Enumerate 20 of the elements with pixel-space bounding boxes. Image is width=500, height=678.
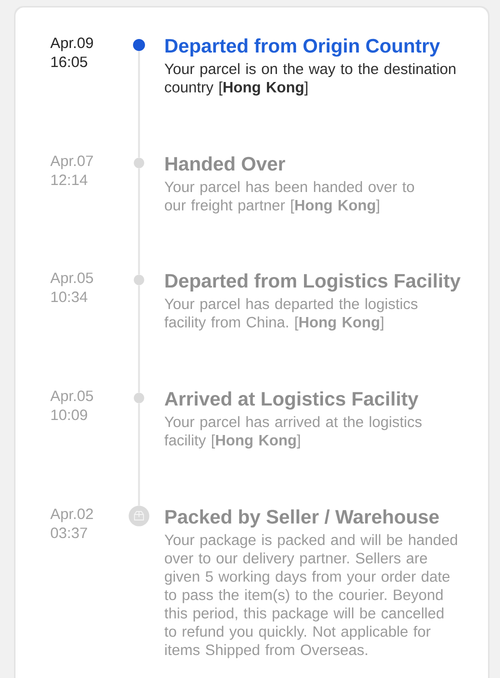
status-description: Your parcel has departed the logistics facility from China. [Hong Kong] <box>164 298 418 331</box>
timeline-dot <box>133 39 145 51</box>
timeline-dot <box>128 506 150 526</box>
status-title: Arrived at Logistics Facility <box>164 391 418 410</box>
timeline-dot <box>134 274 144 286</box>
status-description: Your parcel is on the way to the destination country [Hong Kong] <box>164 63 456 96</box>
status-description: Your parcel has been handed over to our freight partner [Hong Kong] <box>164 181 414 214</box>
date-time: Apr.02 03:37 <box>50 508 93 538</box>
timeline-dot <box>134 158 144 168</box>
status-description: Your package is packed and will be handed over to our delivery partner. Sellers are given 5 working days from your order date to pass the item(s) to the courier. Beyond this period, this package will be cancelled to refund you quickly. Not applicable for items Shipped from Overseas. <box>164 534 458 658</box>
date-time: Apr.07 12:14 <box>50 156 93 185</box>
status-title: Packed by Seller / Warehouse <box>166 509 439 528</box>
date-time: Apr.09 16:05 <box>50 38 93 68</box>
status-title: Departed from Logistics Facility <box>166 273 461 292</box>
timeline-dot <box>134 392 144 404</box>
status-description: Your parcel has arrived at the logistics facility [Hong Kong] <box>164 416 422 449</box>
status-title: Departed from Origin Country <box>166 38 440 57</box>
date-time: Apr.05 10:34 <box>50 272 93 302</box>
status-title: Handed Over <box>166 156 286 171</box>
date-time: Apr.05 10:09 <box>50 390 93 420</box>
